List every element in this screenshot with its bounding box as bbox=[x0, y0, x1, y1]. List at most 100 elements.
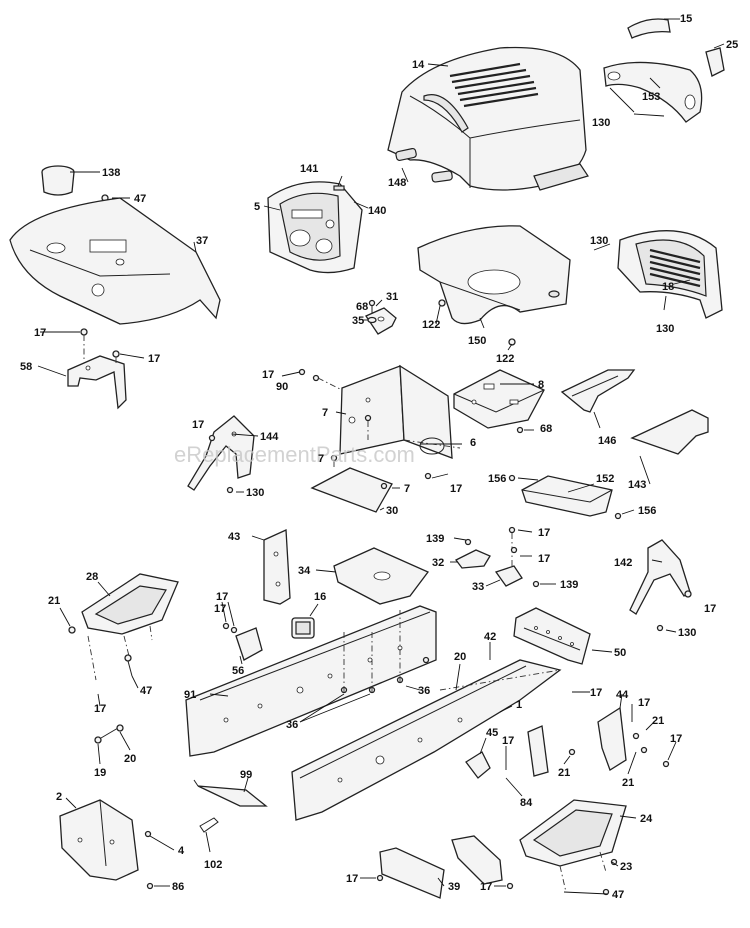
callout-140: 140 bbox=[368, 205, 386, 217]
part-68-screw-top bbox=[368, 299, 376, 314]
callout-36: 36 bbox=[286, 719, 298, 731]
part-19-20-bolts bbox=[94, 724, 124, 744]
callout-28: 28 bbox=[86, 571, 98, 583]
callout-7: 7 bbox=[322, 407, 328, 419]
part-122-grommets bbox=[438, 299, 516, 346]
part-142-bracket bbox=[629, 539, 692, 632]
watermark-text: eReplacementParts.com bbox=[174, 442, 415, 467]
callout-35: 35 bbox=[352, 315, 364, 327]
callout-17: 17 bbox=[192, 419, 204, 431]
callout-39: 39 bbox=[448, 881, 460, 893]
callout-8: 8 bbox=[538, 379, 544, 391]
part-33-bracket bbox=[494, 526, 540, 588]
part-5-console bbox=[267, 181, 363, 274]
callout-15: 15 bbox=[680, 13, 692, 25]
callout-17: 17 bbox=[94, 703, 106, 715]
callout-130: 130 bbox=[246, 487, 264, 499]
part-36-bolts bbox=[340, 610, 430, 694]
callout-6: 6 bbox=[470, 437, 476, 449]
callout-labels: 15 25 14 153 130 138 47 141 5 140 148 37… bbox=[20, 13, 738, 901]
callout-21: 21 bbox=[622, 777, 634, 789]
callout-47: 47 bbox=[612, 889, 624, 901]
part-39-bracket bbox=[376, 847, 445, 899]
part-28-footrest bbox=[68, 573, 179, 681]
callout-17: 17 bbox=[480, 881, 492, 893]
part-50-bracket bbox=[513, 607, 591, 665]
callout-130: 130 bbox=[592, 117, 610, 129]
callout-24: 24 bbox=[640, 813, 653, 825]
callout-17: 17 bbox=[538, 527, 550, 539]
callout-50: 50 bbox=[614, 647, 626, 659]
callout-17: 17 bbox=[262, 369, 274, 381]
part-56-bracket bbox=[222, 622, 263, 661]
part-91-frame-left bbox=[185, 605, 437, 757]
callout-43: 43 bbox=[228, 531, 240, 543]
callout-58: 58 bbox=[20, 361, 32, 373]
callout-91: 91 bbox=[184, 689, 196, 701]
callout-156: 156 bbox=[638, 505, 656, 517]
callout-21: 21 bbox=[652, 715, 664, 727]
part-99-lever bbox=[193, 779, 268, 807]
callout-99: 99 bbox=[240, 769, 252, 781]
part-43-bracket bbox=[263, 529, 291, 605]
part-14-hood bbox=[387, 46, 589, 191]
callout-152: 152 bbox=[596, 473, 614, 485]
callout-37: 37 bbox=[196, 235, 208, 247]
part-37-dash-panel bbox=[9, 197, 221, 325]
callout-36: 36 bbox=[418, 685, 430, 697]
callout-90: 90 bbox=[276, 381, 288, 393]
part-138-cup bbox=[41, 165, 75, 196]
part-21-nuts bbox=[568, 732, 670, 768]
part-2-bracket bbox=[59, 799, 154, 890]
callout-139: 139 bbox=[560, 579, 578, 591]
callout-146: 146 bbox=[598, 435, 616, 447]
part-18-grille bbox=[617, 230, 723, 319]
part-150-shroud bbox=[417, 225, 571, 325]
part-16-pad bbox=[291, 617, 315, 639]
part-58-bracket bbox=[67, 355, 127, 410]
hood-grill bbox=[449, 62, 539, 108]
leader-lines bbox=[37, 18, 725, 895]
part-24-footrest bbox=[519, 799, 627, 896]
callout-14: 14 bbox=[412, 59, 425, 71]
callout-17: 17 bbox=[538, 553, 550, 565]
callout-138: 138 bbox=[102, 167, 120, 179]
callout-68: 68 bbox=[356, 301, 368, 313]
grille-slats bbox=[649, 248, 701, 288]
part-141-tab bbox=[333, 185, 345, 191]
callout-47: 47 bbox=[140, 685, 152, 697]
part-30-plate bbox=[310, 467, 393, 513]
part-153-headlight-housing bbox=[603, 61, 703, 123]
callout-32: 32 bbox=[432, 557, 444, 569]
callout-142: 142 bbox=[614, 557, 632, 569]
callout-150: 150 bbox=[468, 335, 486, 347]
callout-34: 34 bbox=[298, 565, 311, 577]
callout-23: 23 bbox=[620, 861, 632, 873]
callout-47: 47 bbox=[134, 193, 146, 205]
callout-17: 17 bbox=[502, 735, 514, 747]
part-31-bracket bbox=[365, 307, 397, 335]
callout-19: 19 bbox=[94, 767, 106, 779]
callout-7: 7 bbox=[404, 483, 410, 495]
part-45-bracket bbox=[465, 751, 491, 779]
callout-18: 18 bbox=[662, 281, 674, 293]
callout-17: 17 bbox=[34, 327, 46, 339]
callout-31: 31 bbox=[386, 291, 398, 303]
callout-17: 17 bbox=[590, 687, 602, 699]
callout-156: 156 bbox=[488, 473, 506, 485]
callout-143: 143 bbox=[628, 479, 646, 491]
part-102-pin bbox=[199, 817, 219, 833]
callout-20: 20 bbox=[124, 753, 136, 765]
part-1-frame-right bbox=[291, 659, 562, 821]
part-17-screws-left bbox=[80, 328, 120, 366]
callout-56: 56 bbox=[232, 665, 244, 677]
callout-17: 17 bbox=[148, 353, 160, 365]
callout-17: 17 bbox=[346, 873, 358, 885]
part-84-plate bbox=[527, 725, 549, 777]
callout-148: 148 bbox=[388, 177, 406, 189]
callout-122: 122 bbox=[496, 353, 514, 365]
callout-4: 4 bbox=[178, 845, 185, 857]
callout-17: 17 bbox=[214, 603, 226, 615]
callout-42: 42 bbox=[484, 631, 496, 643]
